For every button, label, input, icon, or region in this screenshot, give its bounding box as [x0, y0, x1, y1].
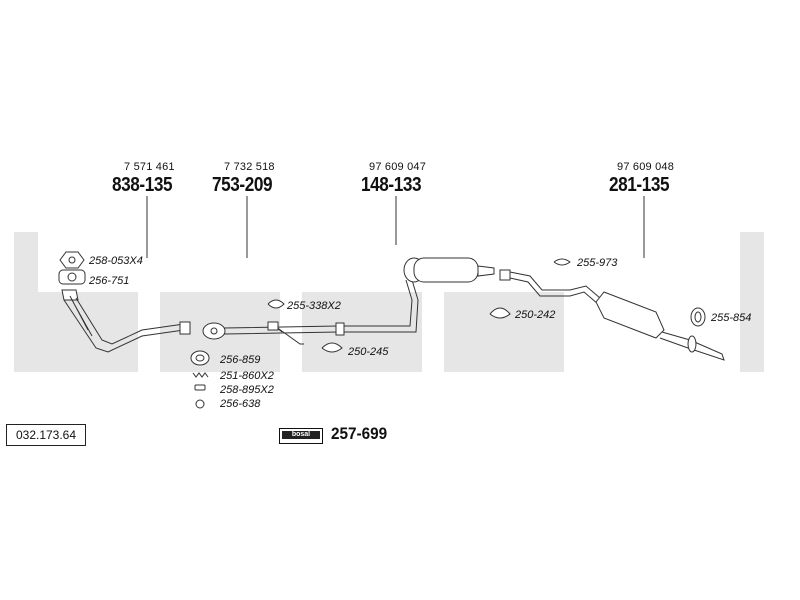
front-pipe-838-135 — [63, 297, 185, 353]
fitting-code-255-973: 255-973 — [577, 257, 618, 269]
centre-pipe-hanger — [267, 321, 279, 331]
rear-silencer-281-135 — [595, 291, 665, 339]
oem-number-2: 7 732 518 — [224, 161, 275, 173]
spring-251-860-icon — [192, 372, 209, 378]
bosal-logo-text: bosal — [282, 431, 320, 439]
clamp-250-245-icon — [321, 342, 343, 353]
watermark-letter-l — [740, 232, 764, 372]
gasket-hole-icon — [67, 272, 77, 282]
diagram-id: 032.173.64 — [6, 424, 86, 446]
nut-hole-icon — [68, 256, 76, 264]
fitting-code-256-751: 256-751 — [89, 275, 130, 287]
tailpipe-end — [687, 335, 697, 353]
fitting-code-258-053: 258-053X4 — [89, 255, 143, 267]
clamp-250-242-icon — [489, 307, 511, 319]
watermark-letter-b-bowl — [38, 292, 138, 372]
oem-number-1: 7 571 461 — [124, 161, 175, 173]
part-number-148-133: 148-133 — [361, 174, 422, 196]
intermediate-silencer-outlet — [477, 265, 495, 277]
mounting-ring-255-854-icon — [690, 307, 706, 327]
part-number-281-135: 281-135 — [609, 174, 670, 196]
downpipe-flange-icon — [61, 289, 79, 301]
gasket-256-859-icon — [190, 350, 210, 366]
fitting-code-251-860: 251-860X2 — [220, 370, 274, 382]
front-pipe-end — [179, 321, 191, 335]
watermark-letter-b — [14, 232, 38, 372]
fitting-code-255-854: 255-854 — [711, 312, 752, 324]
watermark-letter-a — [444, 292, 564, 372]
fitting-code-250-242: 250-242 — [515, 309, 556, 321]
bolt-258-895-icon — [194, 384, 206, 391]
centre-pipe-753-209 — [223, 325, 339, 335]
centre-pipe-flange-hole — [210, 327, 218, 335]
rear-pipe — [509, 271, 601, 305]
fitting-code-255-338: 255-338X2 — [287, 300, 341, 312]
mounting-ring-hole — [694, 311, 702, 323]
intermediate-pipe — [344, 279, 419, 333]
part-number-838-135: 838-135 — [112, 174, 173, 196]
centre-pipe-end — [335, 322, 345, 336]
bosal-logo: bosal — [279, 428, 323, 444]
fitting-code-256-638: 256-638 — [220, 398, 261, 410]
ring-256-638-icon — [195, 399, 205, 409]
hanger-255-973-icon — [553, 258, 571, 266]
centre-pipe-flange — [202, 322, 226, 340]
fitting-code-250-245: 250-245 — [348, 346, 389, 358]
part-number-753-209: 753-209 — [212, 174, 273, 196]
rear-pipe-sleeve — [499, 269, 511, 281]
clamp-255-338-icon — [267, 299, 285, 309]
fitting-code-258-895: 258-895X2 — [220, 384, 274, 396]
nut-icon — [59, 251, 85, 269]
fitting-code-256-859: 256-859 — [220, 354, 261, 366]
oem-number-3: 97 609 047 — [369, 161, 427, 173]
front-pipe-detail — [69, 295, 93, 337]
kit-part-number: 257-699 — [331, 424, 388, 443]
gasket-256-751-icon — [58, 269, 86, 285]
intermediate-silencer-148-133 — [413, 257, 479, 283]
oem-number-4: 97 609 048 — [617, 161, 675, 173]
gasket-256-859-hole — [195, 354, 205, 362]
